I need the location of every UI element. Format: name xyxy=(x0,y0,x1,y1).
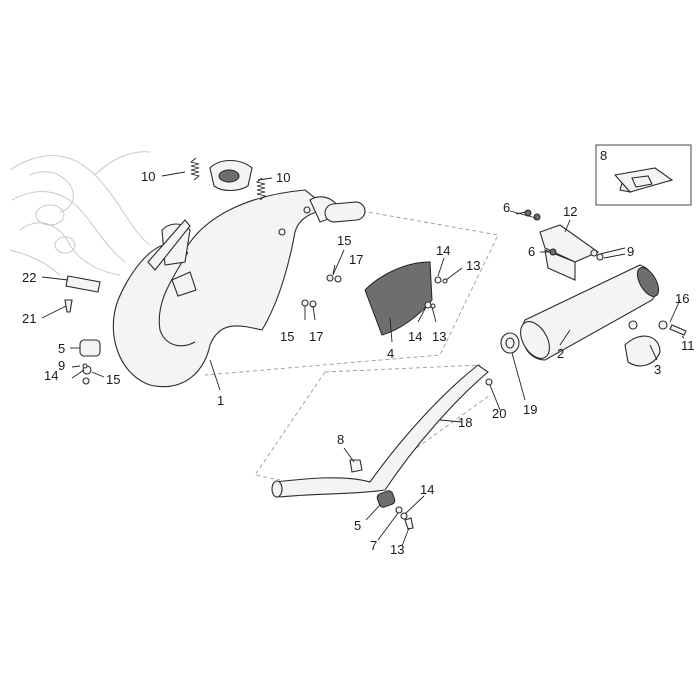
callout-8-pipe: 8 xyxy=(337,432,344,447)
callout-6-top: 6 xyxy=(503,200,510,215)
callout-22: 22 xyxy=(22,270,36,285)
callout-14-lower: 14 xyxy=(420,482,434,497)
callout-labels: 1 2 3 4 5 5 6 6 7 8 8 9 9 10 10 11 12 13… xyxy=(22,148,695,557)
callout-13-mid: 13 xyxy=(432,329,446,344)
callout-15-left: 15 xyxy=(106,372,120,387)
callout-15-mid: 15 xyxy=(280,329,294,344)
exhaust-pipe xyxy=(271,364,489,498)
callout-17-upper: 17 xyxy=(349,252,363,267)
callout-10-right: 10 xyxy=(276,170,290,185)
leader-lines xyxy=(41,171,685,547)
callout-19: 19 xyxy=(523,402,537,417)
inset-detail-box xyxy=(595,144,692,206)
callout-15-upper: 15 xyxy=(337,233,351,248)
callout-9-right: 9 xyxy=(627,244,634,259)
callout-6-mid: 6 xyxy=(528,244,535,259)
callout-4: 4 xyxy=(387,346,394,361)
callout-1: 1 xyxy=(217,393,224,408)
callout-5-left: 5 xyxy=(58,341,65,356)
callout-5-lower: 5 xyxy=(354,518,361,533)
callout-9-left: 9 xyxy=(58,358,65,373)
expansion-chamber xyxy=(112,189,366,388)
callout-14-left: 14 xyxy=(44,368,58,383)
callout-16: 16 xyxy=(675,291,689,306)
callout-2: 2 xyxy=(557,346,564,361)
silencer-bracket-hardware xyxy=(524,209,687,336)
callout-21: 21 xyxy=(22,311,36,326)
lower-damper-hardware xyxy=(376,490,414,530)
callout-20: 20 xyxy=(492,406,506,421)
callout-18: 18 xyxy=(458,415,472,430)
silencer-assembly xyxy=(485,264,661,386)
callout-13-upper: 13 xyxy=(466,258,480,273)
callout-11: 11 xyxy=(681,338,695,353)
callout-13-lower: 13 xyxy=(390,542,404,557)
callout-3: 3 xyxy=(654,362,661,377)
callout-8-inset: 8 xyxy=(600,148,607,163)
left-mount-hardware xyxy=(64,275,101,385)
assembly-guide-lines xyxy=(204,199,499,481)
callout-14-upper: 14 xyxy=(436,243,450,258)
callout-17-mid: 17 xyxy=(309,329,323,344)
frame-ghost-outline xyxy=(9,151,151,276)
heat-shield xyxy=(364,261,433,336)
callout-12: 12 xyxy=(563,204,577,219)
callout-14-mid: 14 xyxy=(408,329,422,344)
callout-7: 7 xyxy=(370,538,377,553)
callout-10-left: 10 xyxy=(141,169,155,184)
spring-and-mount xyxy=(190,157,266,201)
